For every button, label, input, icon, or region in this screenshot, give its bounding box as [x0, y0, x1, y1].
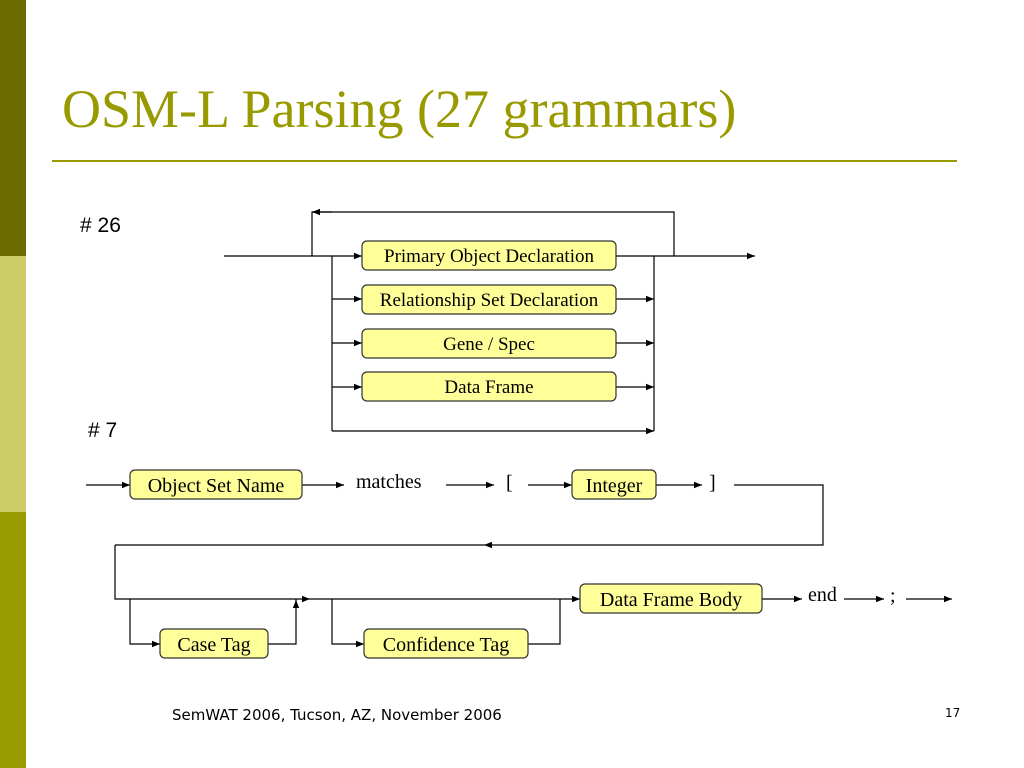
relationship-set-declaration-box: Relationship Set Declaration — [361, 284, 617, 315]
object-set-name-label: Object Set Name — [148, 475, 285, 497]
data-frame-body-label: Data Frame Body — [600, 589, 742, 611]
object-set-name-box: Object Set Name — [129, 469, 303, 500]
case-tag-box: Case Tag — [159, 628, 269, 659]
terminal-open-bracket: [ — [506, 472, 513, 494]
integer-box: Integer — [571, 469, 657, 500]
sidebar-band-middle — [0, 256, 26, 512]
sidebar-band-bottom — [0, 512, 26, 768]
terminal-matches: matches — [356, 471, 422, 493]
grammar-7-boxes: Object Set Name Integer Case Tag Confide… — [129, 469, 763, 659]
grammar-26-connectors — [224, 208, 755, 435]
grammar-7-label: # 7 — [88, 419, 118, 442]
data-frame-label: Data Frame — [444, 377, 533, 398]
primary-object-declaration-box: Primary Object Declaration — [361, 240, 617, 271]
case-tag-label: Case Tag — [177, 634, 250, 656]
title-rule — [52, 160, 957, 162]
grammar-7-connectors — [86, 481, 952, 648]
confidence-tag-box: Confidence Tag — [363, 628, 529, 659]
data-frame-body-box: Data Frame Body — [579, 583, 763, 614]
grammar-26-boxes: Primary Object Declaration Relationship … — [361, 240, 617, 402]
integer-label: Integer — [586, 475, 643, 497]
data-frame-box: Data Frame — [361, 371, 617, 402]
grammar-7-terminals: matches [ ] end ; — [356, 471, 896, 607]
footer-text: SemWAT 2006, Tucson, AZ, November 2006 — [172, 706, 502, 724]
primary-object-declaration-label: Primary Object Declaration — [384, 246, 594, 267]
terminal-end: end — [808, 584, 837, 606]
terminal-close-bracket: ] — [709, 472, 716, 494]
slide-title: OSM-L Parsing (27 grammars) — [62, 79, 737, 139]
terminal-semicolon: ; — [890, 585, 896, 607]
gene-spec-box: Gene / Spec — [361, 328, 617, 359]
sidebar — [0, 0, 26, 768]
gene-spec-label: Gene / Spec — [443, 334, 535, 355]
page-number: 17 — [945, 706, 961, 720]
confidence-tag-label: Confidence Tag — [383, 634, 510, 656]
relationship-set-declaration-label: Relationship Set Declaration — [380, 290, 599, 311]
grammar-26-label: # 26 — [80, 214, 121, 237]
sidebar-band-top — [0, 0, 26, 256]
